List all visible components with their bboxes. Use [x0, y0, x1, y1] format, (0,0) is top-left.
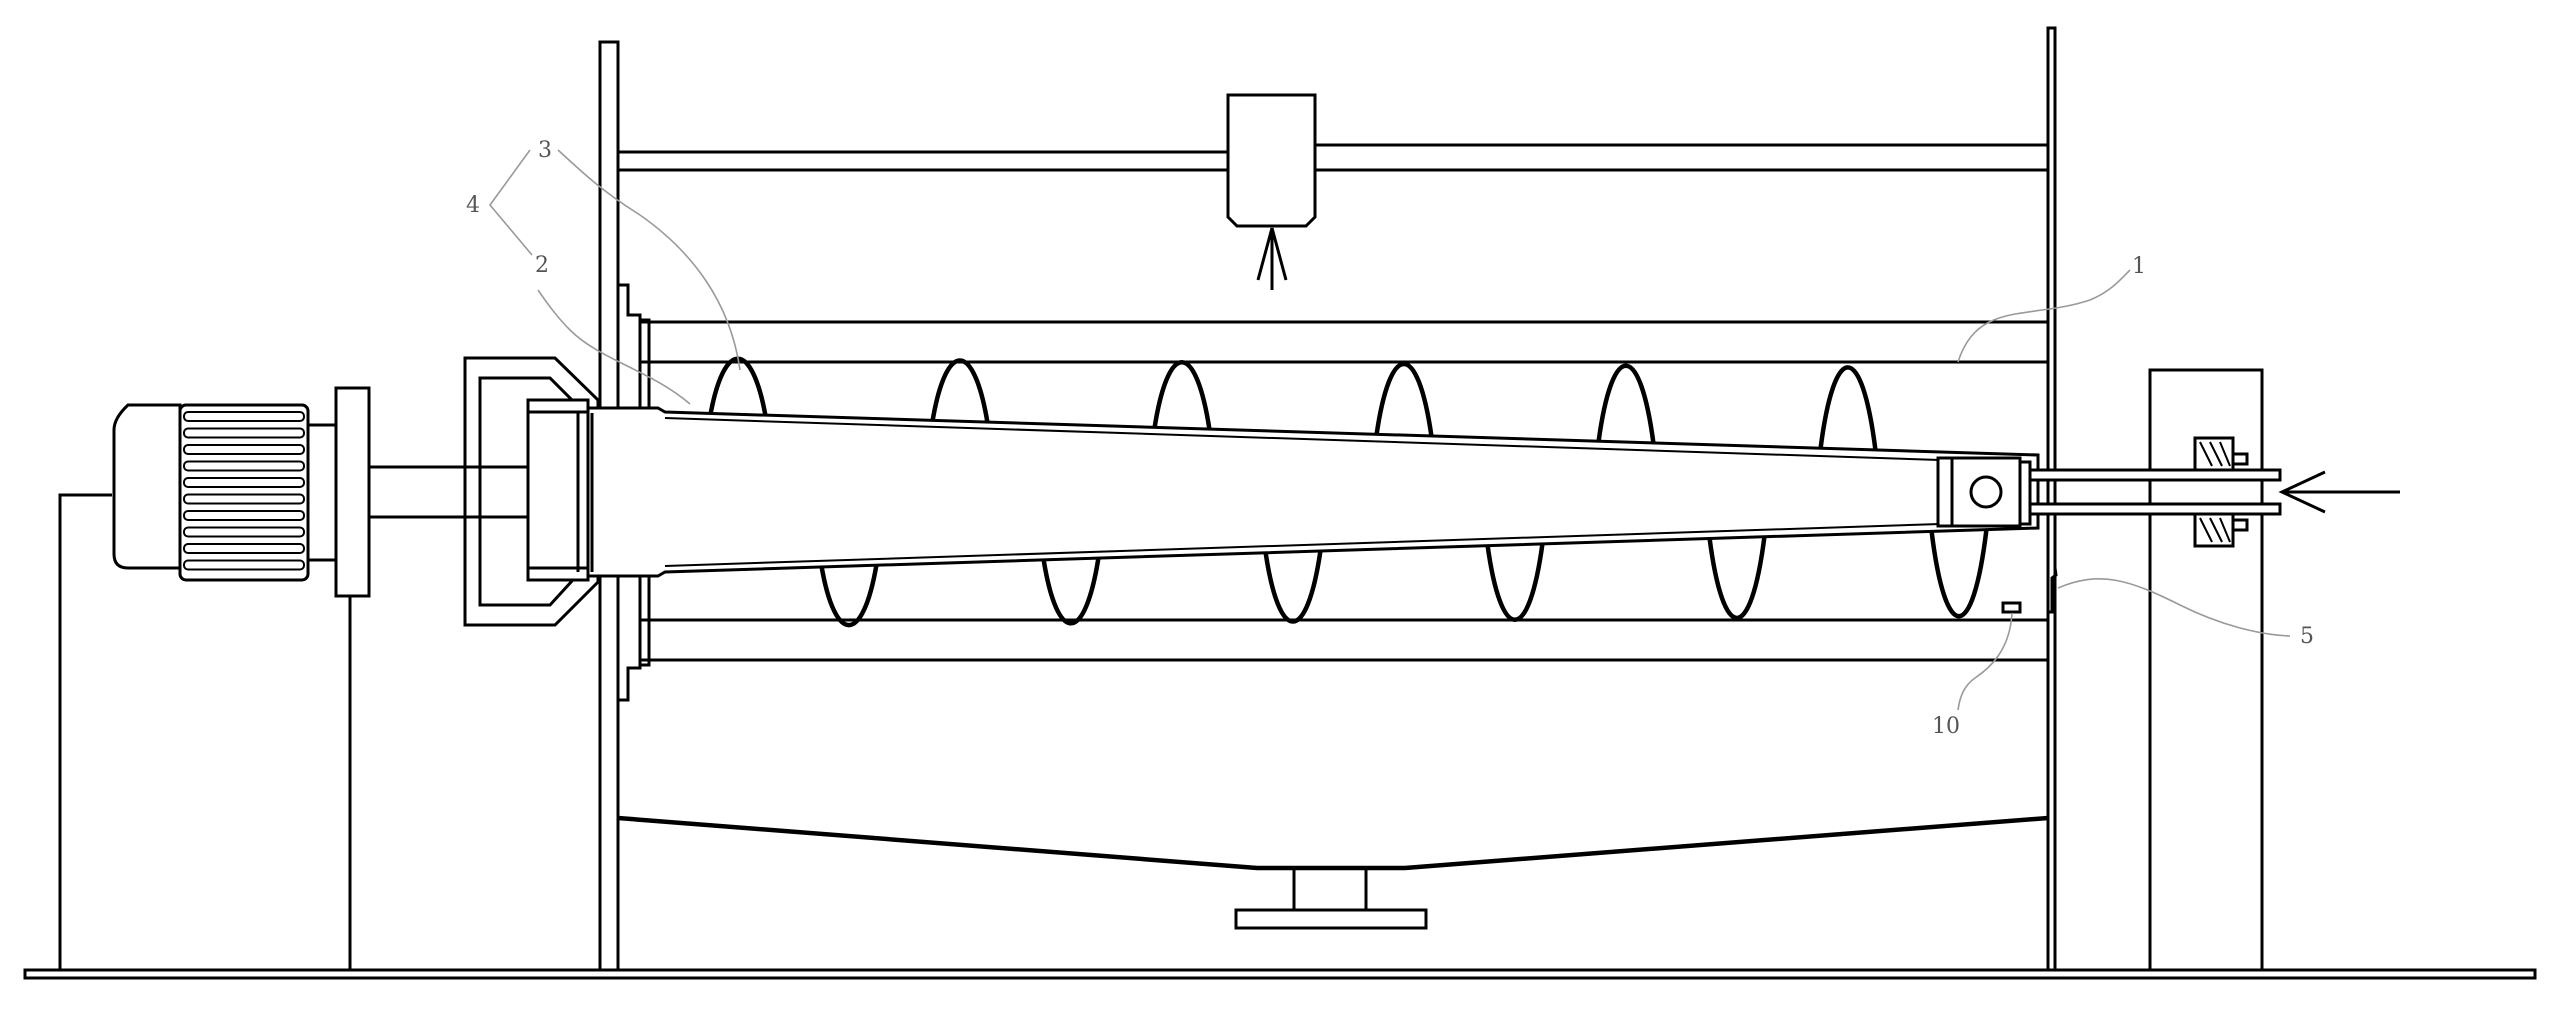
- motor-fin: [183, 559, 305, 571]
- label-10: 10: [1932, 714, 1960, 739]
- spray-nozzle: [1226, 93, 1317, 290]
- motor-fin: [183, 493, 305, 505]
- motor-cooling-fins: [183, 411, 305, 571]
- collection-hopper: [617, 815, 2049, 930]
- right-frame-plate: [2046, 26, 2057, 972]
- label-2: 2: [535, 253, 549, 278]
- scraper-fitting: [2048, 567, 2058, 614]
- arrow-up-icon: [1256, 227, 1288, 290]
- cone-end-block: [1936, 456, 2032, 528]
- bearing-support: [2148, 368, 2264, 972]
- drive-motor: [112, 386, 371, 598]
- base-plate: [23, 968, 2537, 980]
- tapered-cone: [576, 406, 2040, 578]
- motor-fin: [183, 444, 305, 455]
- label-5: 5: [2300, 624, 2314, 649]
- callout-labels: 1 2 3 4 5 10: [466, 138, 2314, 739]
- motor-frame: [58, 493, 352, 970]
- feed-inlet-pipe: [2028, 468, 2400, 516]
- label-3: 3: [538, 138, 552, 163]
- motor-fin: [183, 526, 305, 538]
- motor-fin: [183, 411, 305, 422]
- motor-fin: [183, 460, 305, 472]
- spray-pipe: [616, 143, 2050, 172]
- leader-lines: [488, 149, 2291, 711]
- sensor-fitting: [2001, 601, 2022, 614]
- motor-fin: [183, 427, 305, 439]
- label-1: 1: [2132, 254, 2146, 279]
- label-4: 4: [466, 193, 480, 218]
- arrow-left-icon: [2278, 470, 2400, 514]
- motor-fin: [183, 510, 305, 521]
- motor-fin: [183, 543, 305, 554]
- bearing-icon: [2193, 436, 2249, 548]
- motor-fin: [183, 477, 305, 488]
